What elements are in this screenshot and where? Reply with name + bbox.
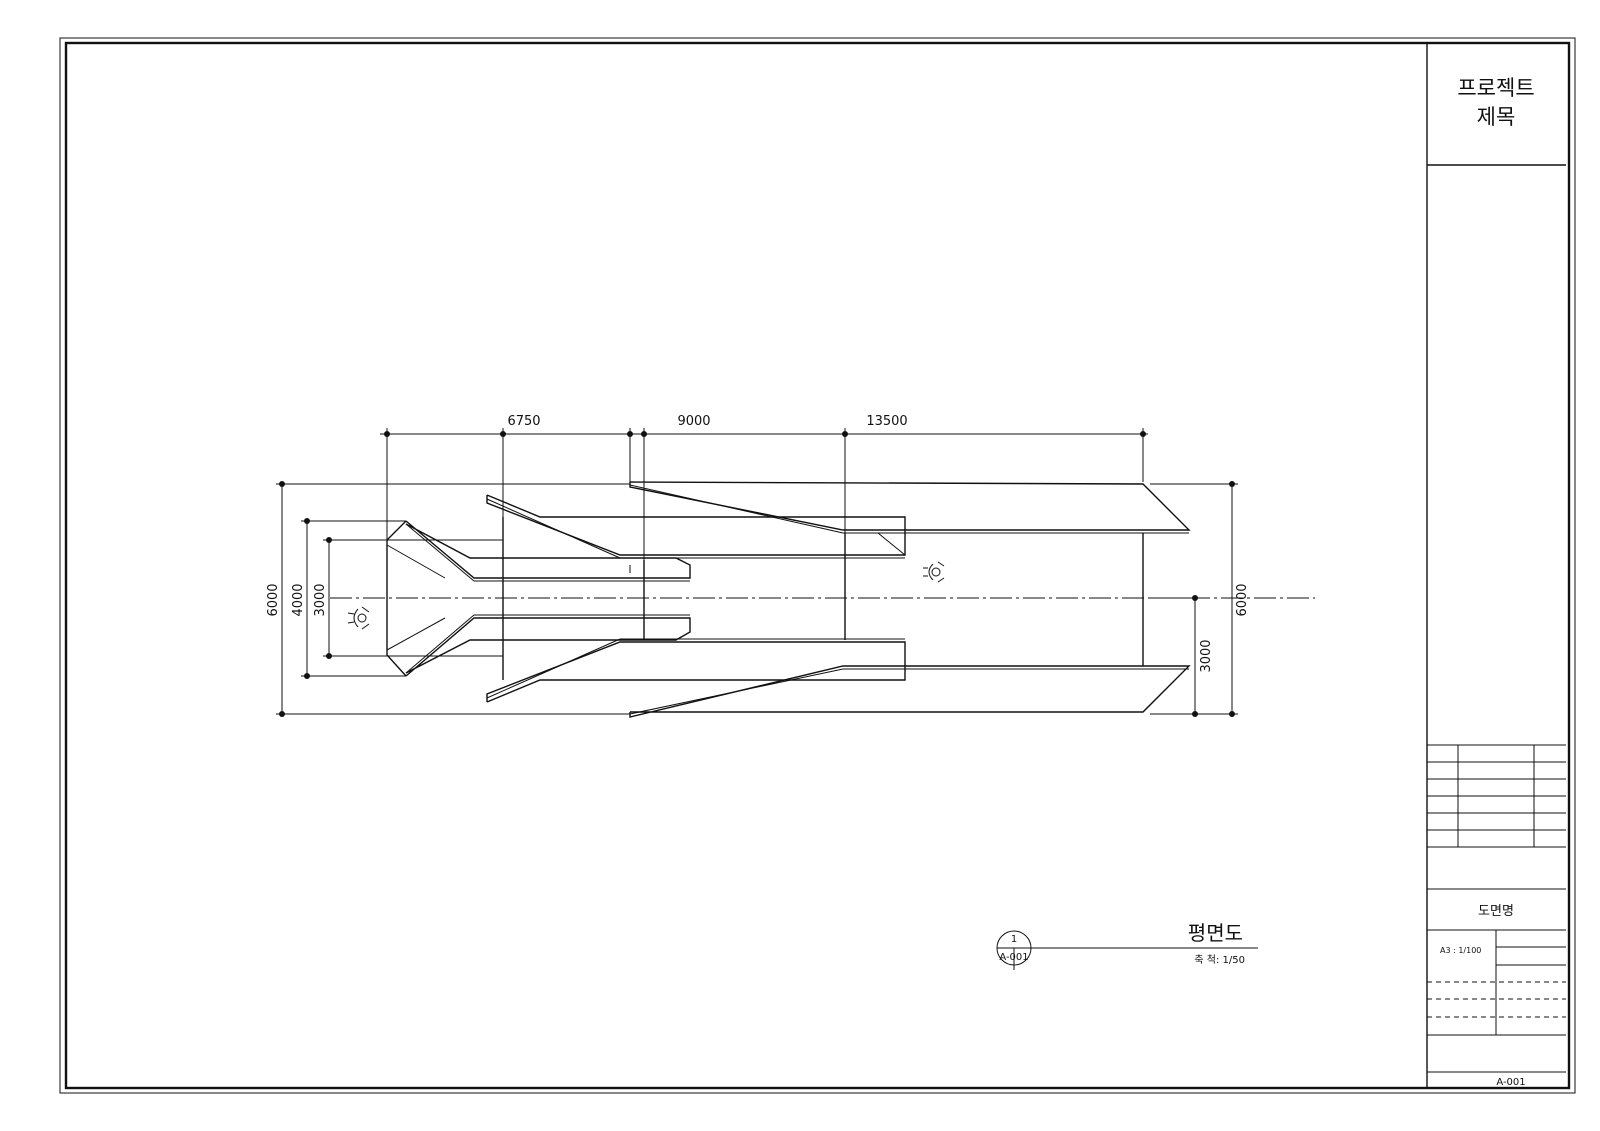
outer-border <box>59 37 1576 1094</box>
tag-number: 1 <box>1011 934 1017 945</box>
dimensions: 6750 9000 13500 6000 4000 3000 6000 3000 <box>266 414 1250 717</box>
dim-left-2: 4000 <box>291 583 306 616</box>
scale-info: A3 : 1/100 <box>1440 946 1481 955</box>
drawing-title-text: 평면도 <box>1188 921 1243 945</box>
person-figure-icon <box>923 561 945 583</box>
tag-sheet: A-001 <box>999 952 1028 963</box>
sheet-number: A-001 <box>1496 1077 1525 1088</box>
person-figure-icon <box>347 606 370 630</box>
drawing-scale: 축 척: 1/50 <box>1194 954 1245 966</box>
floor-plan <box>330 481 1315 718</box>
project-title-line1: 프로젝트 <box>1457 76 1534 100</box>
revision-table <box>1427 744 1566 848</box>
dim-right-1: 6000 <box>1235 583 1250 616</box>
dim-top-3: 13500 <box>866 414 907 429</box>
dim-left-3: 3000 <box>313 583 328 616</box>
dim-left-1: 6000 <box>266 583 281 616</box>
inner-border <box>64 41 1571 1090</box>
drawing-name-label: 도면명 <box>1478 904 1514 919</box>
drawing-title: 1 A-001 평면도 축 척: 1/50 <box>996 921 1258 970</box>
dim-top-2: 9000 <box>677 414 710 429</box>
title-block: 프로젝트 제목 도면명 A3 : 1/100 A-001 <box>1426 43 1566 1088</box>
dim-right-2: 3000 <box>1199 639 1214 672</box>
dim-top-1: 6750 <box>507 414 540 429</box>
project-title-line2: 제목 <box>1477 105 1516 129</box>
